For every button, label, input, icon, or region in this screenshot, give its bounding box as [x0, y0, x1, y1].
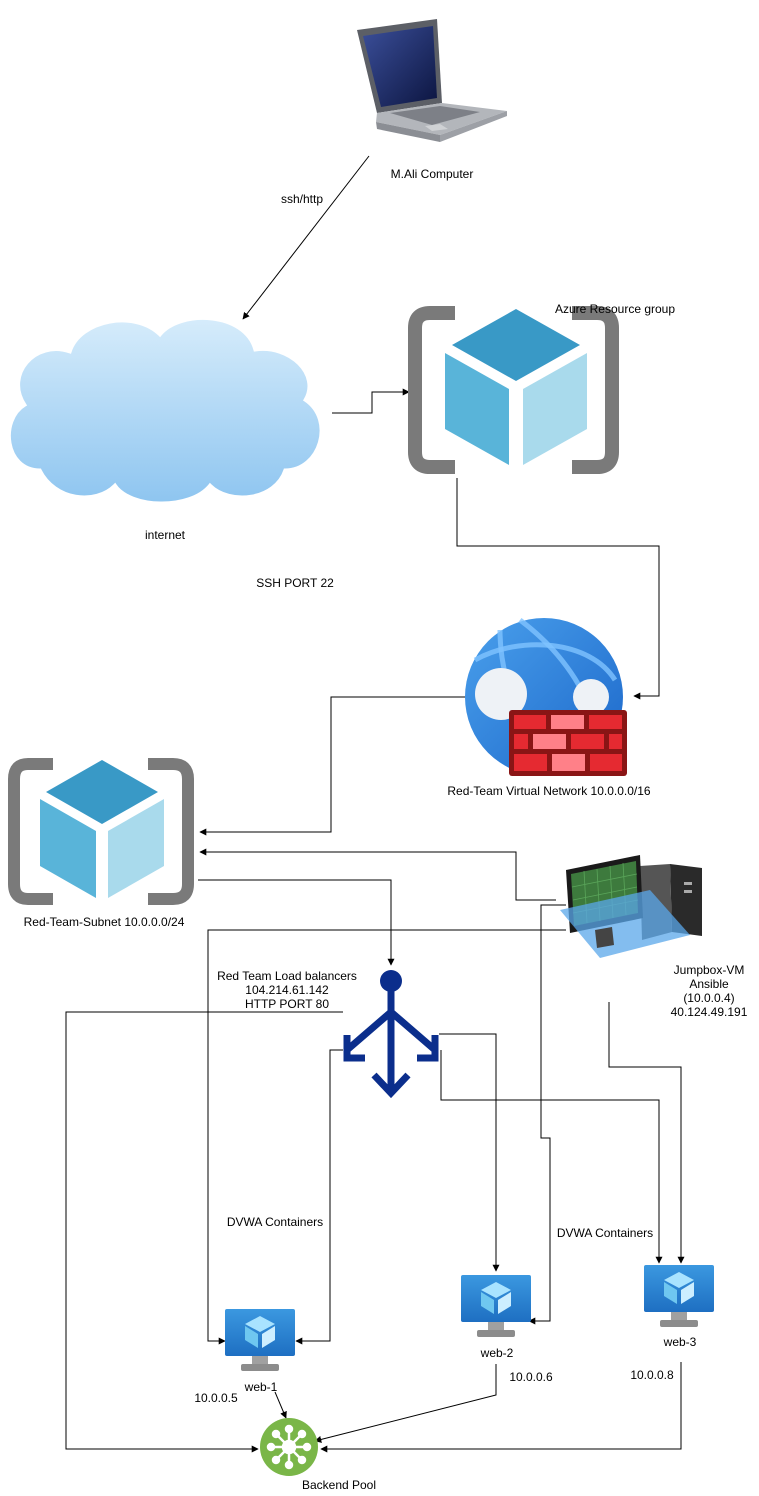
jumpbox-ansible-label: Ansible	[689, 977, 729, 991]
web2-label: web-2	[480, 1346, 514, 1360]
web1-ip-label: 10.0.0.5	[194, 1391, 238, 1405]
web1-label: web-1	[244, 1380, 278, 1394]
workstation-icon	[560, 855, 702, 958]
edge-resourcegroup-vnet	[456, 478, 660, 700]
edge-jumpbox-web2	[528, 904, 566, 1325]
edge-lb-backendpool	[65, 1011, 343, 1453]
lb-name-label: Red Team Load balancers	[217, 969, 357, 983]
dvwa-left-label: DVWA Containers	[226, 1215, 324, 1229]
ssh-port-label: SSH PORT 22	[256, 576, 334, 590]
edge-laptop-internet	[242, 155, 370, 320]
ssh-http-label: ssh/http	[280, 192, 324, 206]
jumpbox-private-ip-label: (10.0.0.4)	[683, 991, 735, 1005]
load-balancer-icon	[343, 970, 439, 1099]
edge-web1-backendpool	[274, 1391, 287, 1419]
lb-port-label: HTTP PORT 80	[244, 997, 330, 1011]
computer-label: M.Ali Computer	[390, 167, 474, 181]
backend-pool-label: Backend Pool	[301, 1478, 377, 1492]
resource-group-label: Azure Resource group	[554, 302, 676, 316]
vnet-firewall-icon	[465, 618, 627, 776]
jumpbox-name-label: Jumpbox-VM	[673, 963, 745, 977]
subnet-icon	[8, 758, 194, 905]
internet-label: internet	[144, 528, 186, 542]
cloud-icon	[8, 316, 323, 505]
web2-ip-label: 10.0.0.6	[509, 1370, 553, 1384]
edge-lb-web1	[295, 1049, 343, 1345]
edge-jumpbox-web3	[608, 1002, 685, 1264]
jumpbox-public-ip-label: 40.124.49.191	[670, 1005, 748, 1019]
laptop-icon	[357, 19, 507, 142]
subnet-label: Red-Team-Subnet 10.0.0.0/24	[23, 915, 185, 929]
vm-icon	[644, 1265, 714, 1327]
vnet-label: Red-Team Virtual Network 10.0.0.0/16	[447, 784, 651, 798]
web3-ip-label: 10.0.0.8	[630, 1368, 674, 1382]
dvwa-right-label: DVWA Containers	[556, 1226, 654, 1240]
edge-lb-web3	[440, 1050, 663, 1264]
web3-label: web-3	[663, 1335, 697, 1349]
edge-vnet-subnet	[199, 696, 468, 836]
edge-internet-resourcegroup	[332, 388, 410, 414]
edge-lb-web2	[439, 1033, 500, 1272]
vm-icon	[461, 1275, 531, 1337]
vm-icon	[225, 1309, 295, 1371]
edge-jumpbox-subnet	[199, 848, 556, 901]
edge-jumpbox-web1	[207, 929, 566, 1345]
lb-ip-label: 104.214.61.142	[245, 983, 329, 997]
edge-web2-backendpool	[314, 1364, 497, 1443]
edge-web3-backendpool	[320, 1362, 682, 1453]
connectors	[65, 155, 685, 1453]
resource-group-icon	[408, 306, 619, 474]
backend-pool-icon	[260, 1418, 318, 1476]
edge-subnet-lb	[198, 879, 395, 966]
